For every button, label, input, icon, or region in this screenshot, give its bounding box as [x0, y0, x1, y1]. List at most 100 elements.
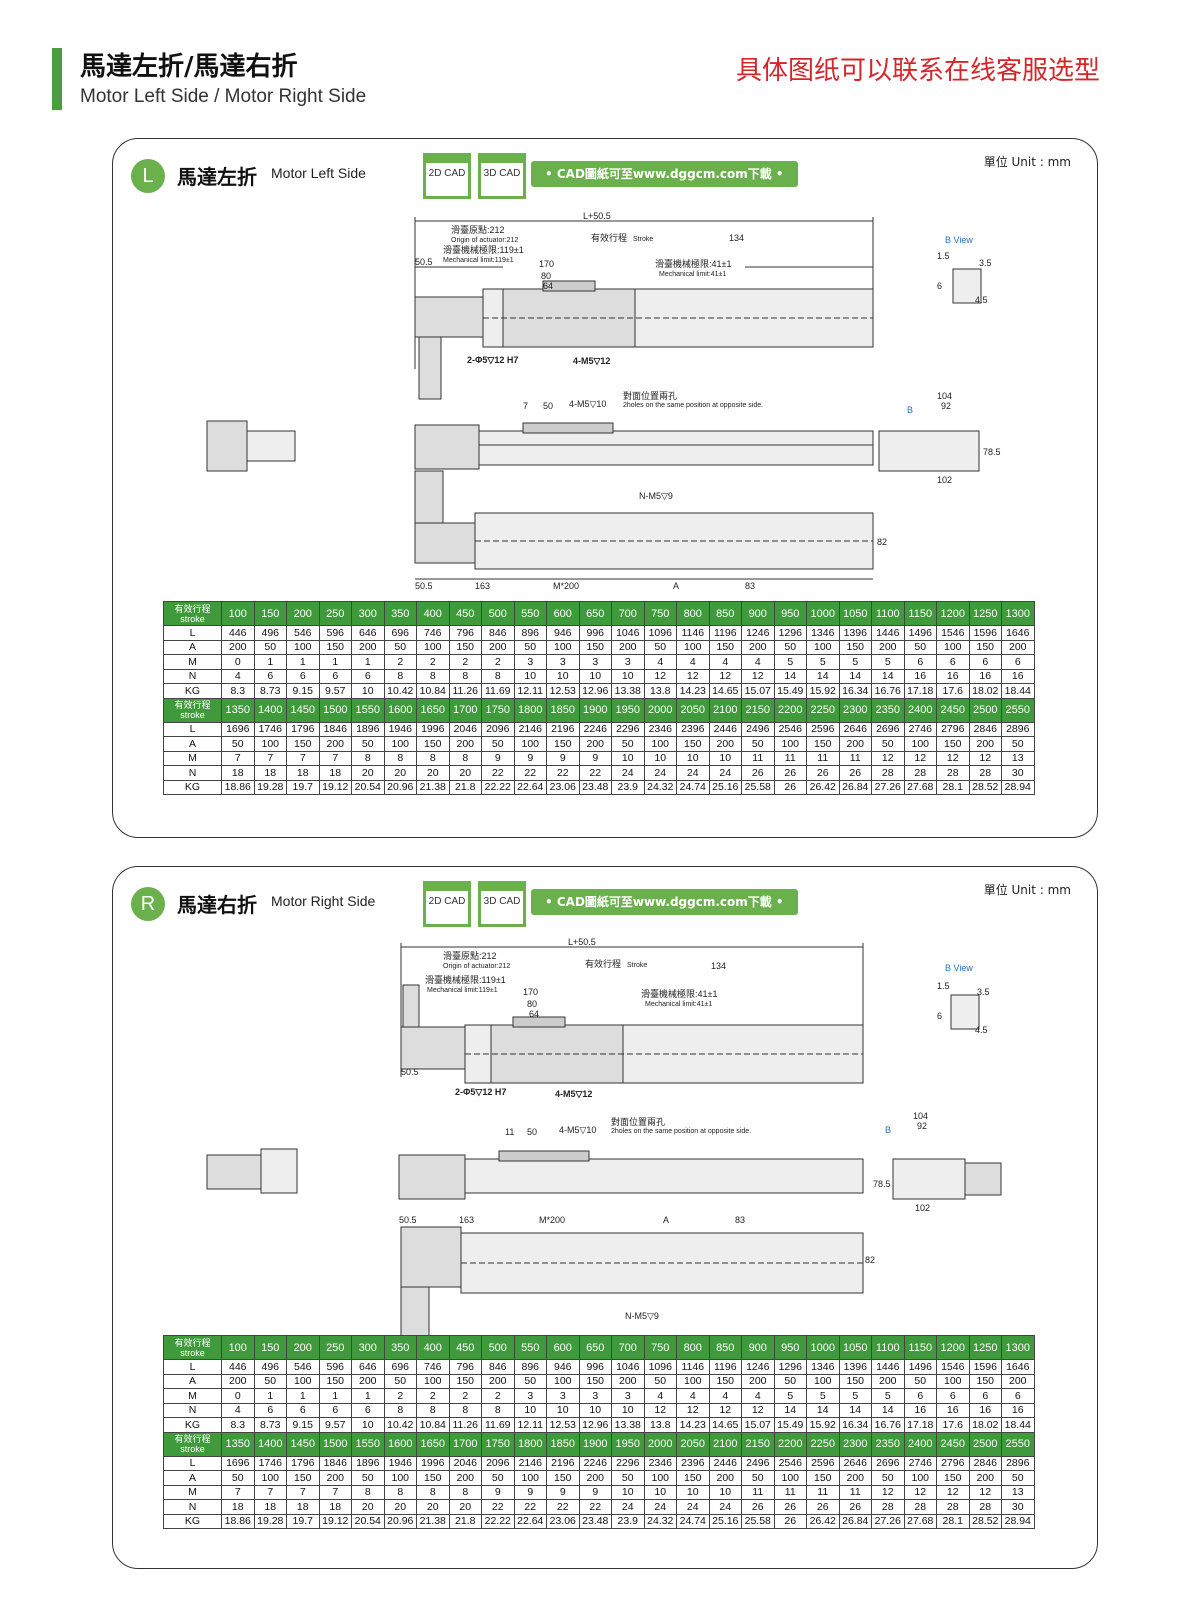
table-cell: 896: [513, 625, 547, 641]
table-cell: 4: [676, 654, 710, 670]
section-title-en: Motor Left Side: [271, 165, 366, 181]
table-cell: 100: [773, 736, 807, 752]
table-cell: 10: [513, 668, 547, 684]
dim-64: 64: [529, 1009, 539, 1019]
table-cell: 14: [773, 1402, 807, 1418]
table-cell: 26: [838, 765, 872, 781]
stroke-value: 1000: [806, 1335, 840, 1360]
stroke-value: 1050: [838, 1335, 872, 1360]
dim-origin-en: Origin of actuator:212: [451, 237, 518, 244]
stroke-value: 1500: [318, 1431, 352, 1457]
table-cell: 10: [513, 1402, 547, 1418]
table-cell: 28: [936, 1499, 970, 1515]
table-cell: 11: [741, 750, 775, 766]
table-cell: 6: [968, 1388, 1002, 1404]
section-title: 馬達右折: [177, 893, 257, 917]
table-cell: 200: [838, 1470, 872, 1486]
table-cell: 18.44: [1001, 683, 1035, 699]
table-cell: 23.48: [578, 1513, 612, 1529]
table-cell: 8.3: [221, 1417, 255, 1433]
dim-3-5: 3.5: [979, 258, 992, 268]
table-cell: 8: [448, 1484, 482, 1500]
stroke-value: 1550: [351, 697, 385, 723]
table-cell: 596: [318, 625, 352, 641]
table-cell: 446: [221, 1359, 255, 1375]
table-cell: 6: [318, 1402, 352, 1418]
table-cell: 8: [383, 1402, 417, 1418]
table-cell: 1096: [643, 625, 677, 641]
table-cell: 5: [806, 1388, 840, 1404]
table-cell: 18: [253, 765, 287, 781]
table-cell: 4: [741, 654, 775, 670]
stroke-value: 100: [221, 601, 255, 626]
table-cell: 200: [708, 736, 742, 752]
table-cell: 1996: [416, 721, 450, 737]
stroke-value: 1950: [611, 697, 645, 723]
cad-download-link[interactable]: • CAD圖紙可至www.dggcm.com下載 •: [531, 889, 798, 915]
table-cell: 6: [1001, 1388, 1035, 1404]
table-cell: 2846: [968, 721, 1002, 737]
table-cell: 50: [903, 1373, 937, 1389]
section-badge: L: [131, 159, 165, 193]
table-cell: 12.11: [513, 1417, 547, 1433]
table-cell: 50: [351, 1470, 385, 1486]
table-cell: 24: [611, 765, 645, 781]
stroke-value: 1300: [1001, 601, 1035, 626]
row-label: N: [163, 1402, 222, 1418]
table-cell: 12: [903, 1484, 937, 1500]
table-cell: 14.65: [708, 683, 742, 699]
row-label: M: [163, 1388, 222, 1404]
table-cell: 10: [708, 1484, 742, 1500]
table-cell: 2846: [968, 1455, 1002, 1471]
cad-download-link[interactable]: • CAD圖紙可至www.dggcm.com下載 •: [531, 161, 798, 187]
dim-stroke-en: Stroke: [633, 236, 653, 243]
table-cell: 12: [936, 750, 970, 766]
table-cell: 12.11: [513, 683, 547, 699]
table-cell: 50: [1001, 736, 1035, 752]
dim-mech2-en: Mechanical limit:41±1: [659, 271, 726, 278]
table-cell: 8.73: [253, 1417, 287, 1433]
stroke-value: 1250: [968, 601, 1002, 626]
table-cell: 28.1: [936, 779, 970, 795]
cad-2d-icon[interactable]: 2D CAD: [423, 881, 471, 927]
row-label: A: [163, 1373, 222, 1389]
dim-78-5: 78.5: [983, 447, 1001, 457]
cad-3d-icon[interactable]: 3D CAD: [478, 153, 526, 199]
table-cell: 9: [513, 1484, 547, 1500]
table-cell: 19.12: [318, 779, 352, 795]
cad-2d-icon[interactable]: 2D CAD: [423, 153, 471, 199]
cad-3d-icon[interactable]: 3D CAD: [478, 881, 526, 927]
stroke-value: 1450: [286, 1431, 320, 1457]
row-label: M: [163, 750, 222, 766]
table-cell: 100: [253, 1470, 287, 1486]
table-cell: 10: [578, 668, 612, 684]
table-cell: 846: [481, 625, 515, 641]
table-cell: 28: [903, 765, 937, 781]
table-cell: 18.44: [1001, 1417, 1035, 1433]
table-cell: 28.94: [1001, 779, 1035, 795]
dim-hole1: 2-Φ5▽12 H7: [467, 355, 518, 365]
table-cell: 24: [611, 1499, 645, 1515]
dim-50-5: 50.5: [401, 1067, 419, 1077]
dim-163: 163: [475, 581, 490, 591]
table-cell: 2196: [546, 721, 580, 737]
row-label: A: [163, 736, 222, 752]
dim-3-5: 3.5: [977, 987, 990, 997]
table-cell: 28: [871, 765, 905, 781]
dim-82: 82: [877, 537, 887, 547]
table-cell: 14.65: [708, 1417, 742, 1433]
stroke-value: 650: [578, 1335, 612, 1360]
table-cell: 200: [221, 1373, 255, 1389]
dim-80: 80: [541, 271, 551, 281]
table-cell: 24.74: [676, 1513, 710, 1529]
row-label: KG: [163, 779, 222, 795]
table-cell: 1546: [936, 625, 970, 641]
table-cell: 200: [871, 1373, 905, 1389]
table-cell: 14: [871, 668, 905, 684]
stroke-value: 1350: [221, 1431, 255, 1457]
table-cell: 150: [416, 1470, 450, 1486]
stroke-value: 2250: [806, 1431, 840, 1457]
row-label: M: [163, 1484, 222, 1500]
table-cell: 200: [838, 736, 872, 752]
